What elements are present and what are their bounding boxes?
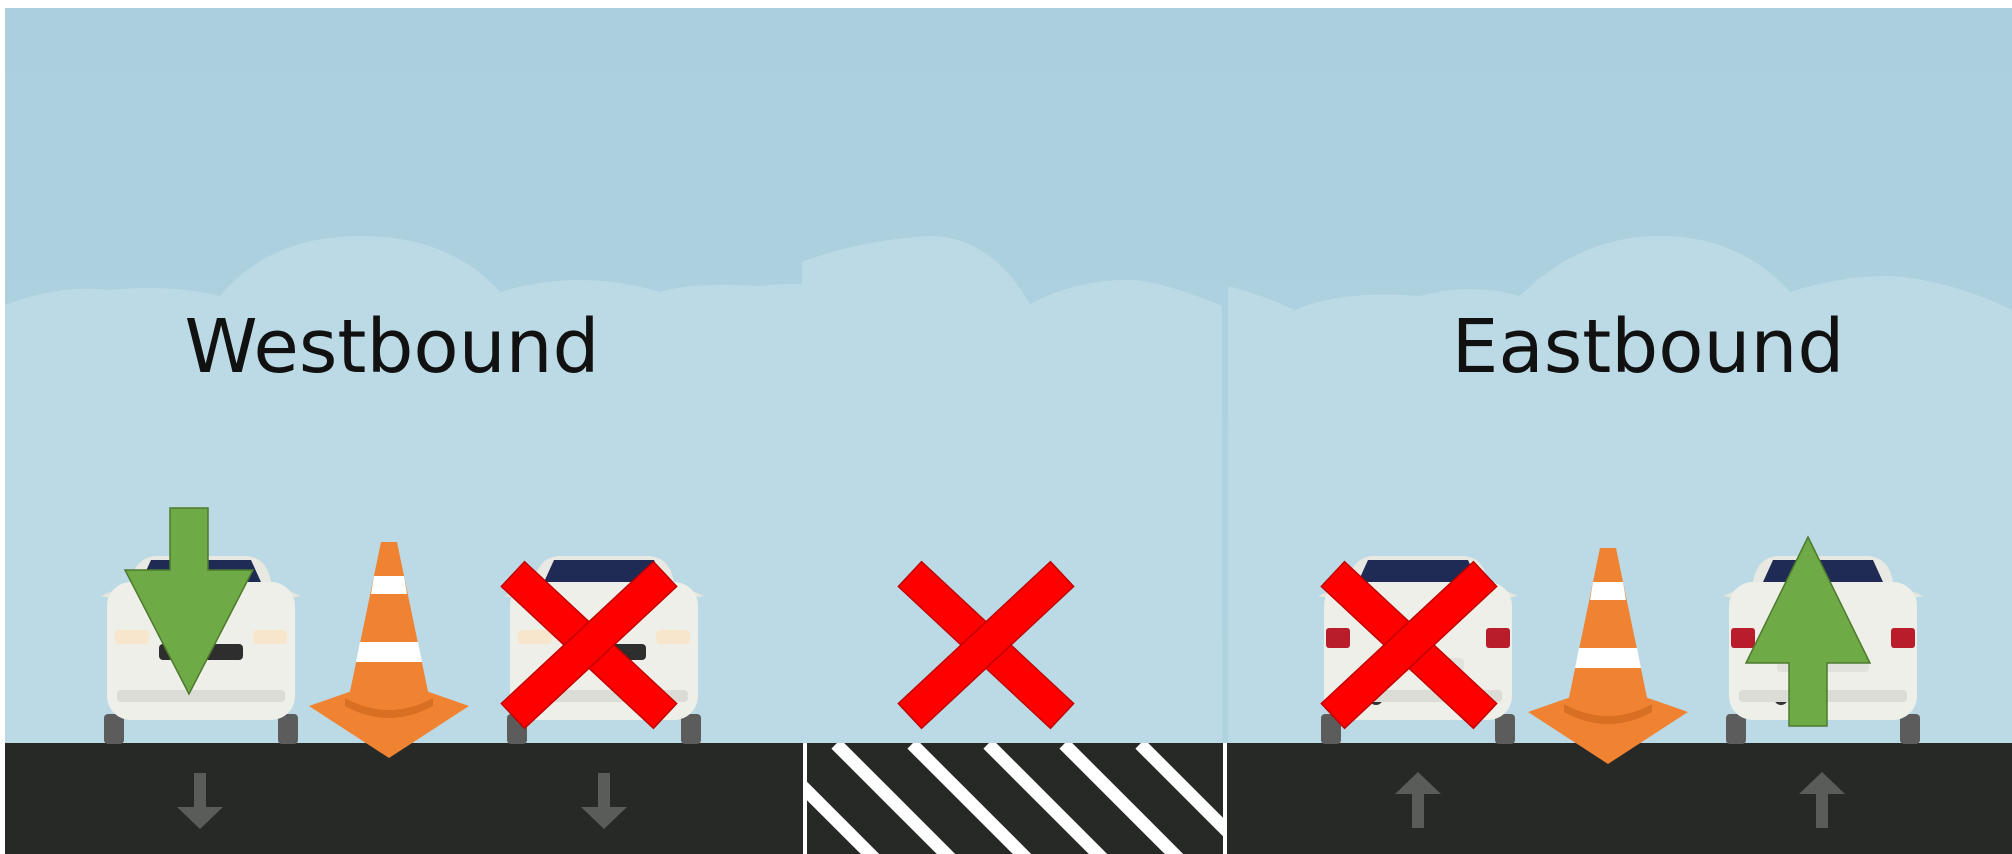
- westbound-label: Westbound: [185, 304, 600, 390]
- road-surface-eastbound: [1227, 743, 2012, 854]
- eastbound-label: Eastbound: [1452, 304, 1845, 390]
- median-edge-line-right: [1223, 743, 1227, 854]
- road-surface-westbound: [5, 743, 805, 854]
- median-edge-line-left: [803, 743, 807, 854]
